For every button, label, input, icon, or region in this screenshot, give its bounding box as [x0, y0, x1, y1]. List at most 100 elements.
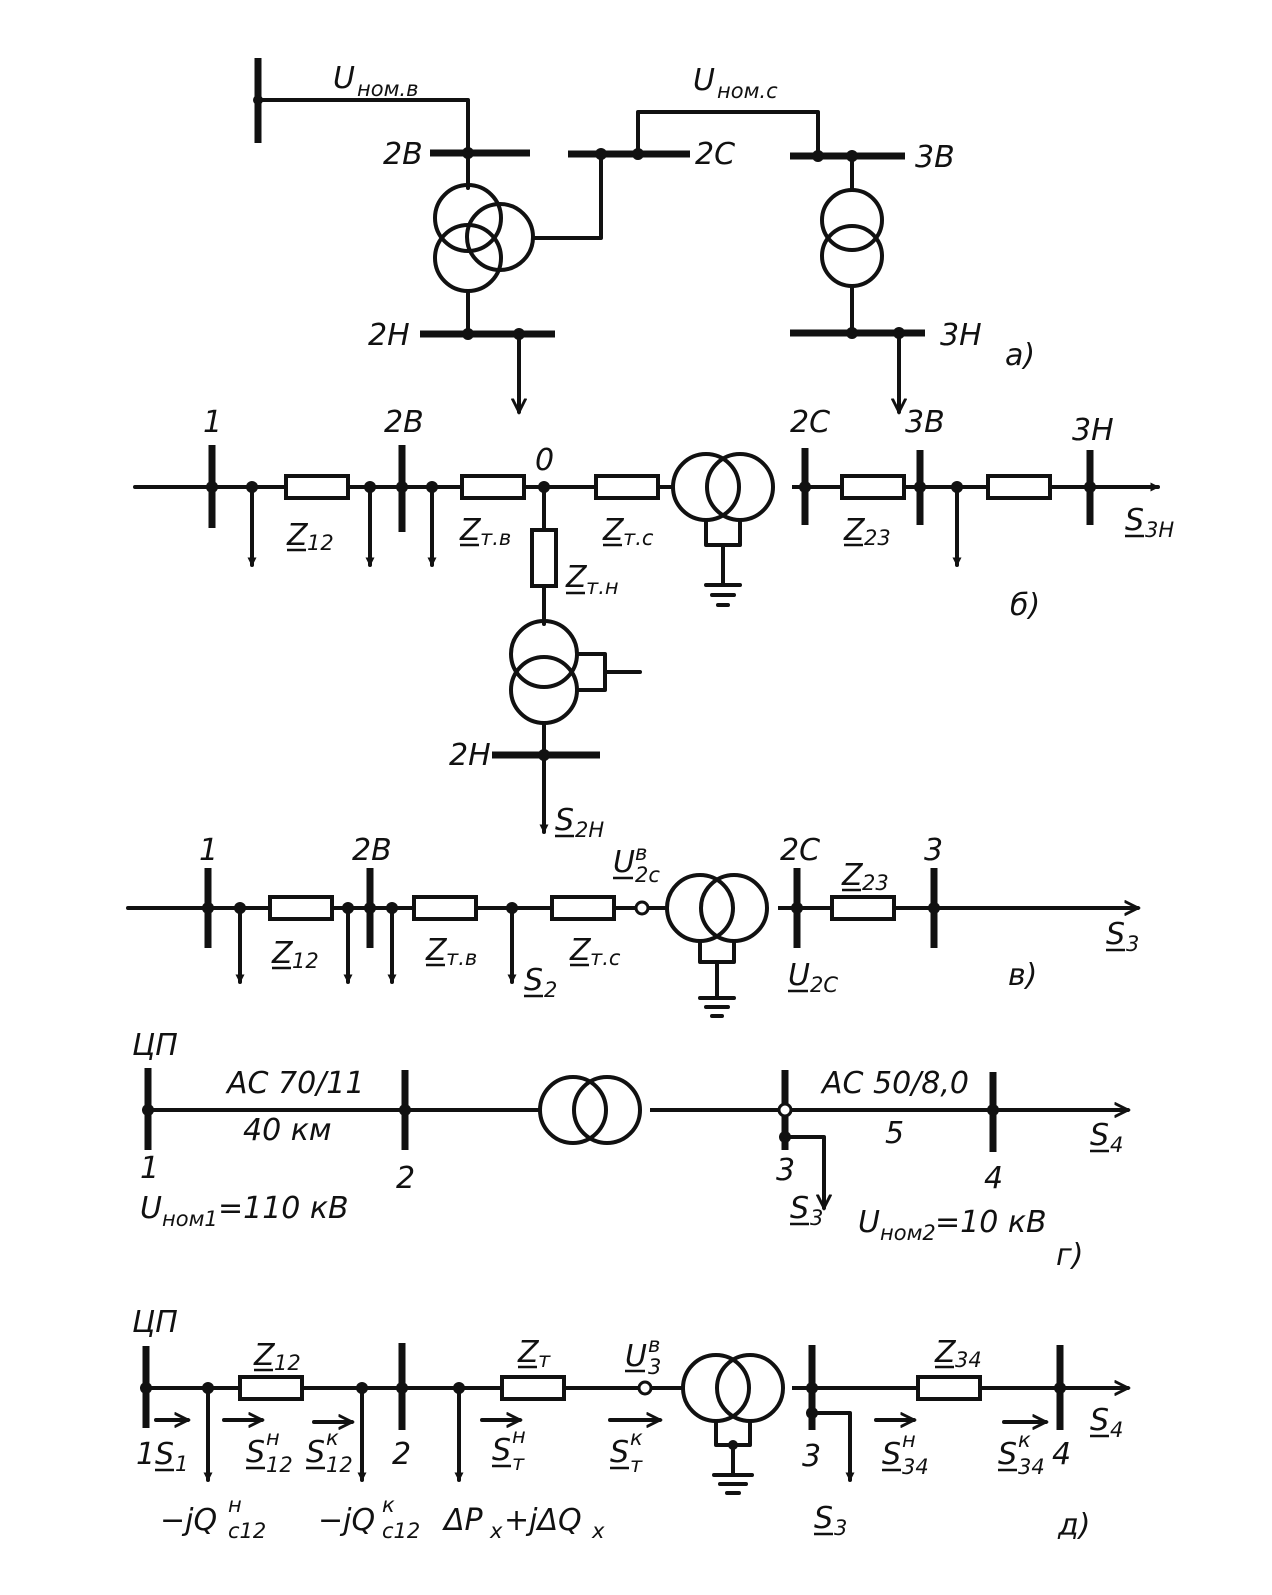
- svg-text:н: н: [512, 1424, 526, 1448]
- svg-text:т: т: [538, 1348, 551, 1372]
- label-node-3-d: 3: [802, 1439, 821, 1474]
- label-3v-a: 3В: [915, 140, 955, 175]
- label-node-2-g: 2: [396, 1161, 415, 1196]
- label-s3-v: S: [1106, 917, 1125, 952]
- wire-unom-v: [256, 98, 470, 152]
- node-u2c-v: [634, 900, 650, 916]
- label-node-1-b: 1: [203, 405, 222, 440]
- svg-text:34: 34: [1018, 1455, 1045, 1479]
- svg-text:3: 3: [810, 1206, 823, 1230]
- label-2v-a: 2В: [383, 137, 423, 172]
- svg-text:н: н: [266, 1426, 280, 1450]
- label-line1-g: АС 70/11: [225, 1066, 364, 1101]
- svg-text:ном.с: ном.с: [717, 79, 778, 103]
- svg-text:+jΔQ: +jΔQ: [504, 1503, 582, 1538]
- resistor-z12-v: [268, 895, 334, 921]
- label-z12-v: Z: [271, 936, 294, 971]
- svg-text:т.в: т.в: [480, 526, 511, 550]
- svg-text:4: 4: [1110, 1133, 1123, 1157]
- label-line2-g: АС 50/8,0: [820, 1066, 969, 1101]
- svg-text:3: 3: [648, 1355, 661, 1379]
- label-s4-g: S: [1090, 1118, 1109, 1153]
- diagram-g: ЦП АС 70/11 40 км АС 50/8,0 5 1 2 3 4 U …: [132, 1028, 1128, 1273]
- svg-text:12: 12: [266, 1453, 293, 1477]
- label-node-2v-b: 2В: [384, 405, 424, 440]
- label-unom-v: U: [333, 61, 355, 96]
- label-stk-d: S: [610, 1435, 629, 1470]
- resistor-z12-b: [284, 474, 350, 500]
- label-node-3-v: 3: [924, 833, 943, 868]
- label-z23-v: Z: [841, 858, 864, 893]
- resistor-z23-b: [840, 474, 906, 500]
- svg-text:т.с: т.с: [623, 526, 654, 550]
- label-node-3v-b: 3В: [905, 405, 945, 440]
- svg-text:23: 23: [864, 526, 891, 550]
- diagram-v: 1 2В 2С 3 U в 2с Z 12 Z т.в Z т.с Z 23 U…: [126, 833, 1139, 1018]
- label-ztv-b: Z: [459, 513, 482, 548]
- svg-text:ном2: ном2: [880, 1221, 936, 1245]
- svg-text:23: 23: [862, 871, 889, 895]
- resistor-zts-b: [594, 474, 660, 500]
- resistor-z34-d: [916, 1375, 982, 1401]
- svg-text:4: 4: [1110, 1418, 1123, 1442]
- svg-text:с12: с12: [382, 1519, 420, 1543]
- svg-text:к: к: [326, 1426, 339, 1450]
- label-ztv-v: Z: [425, 933, 448, 968]
- label-3n-a: 3Н: [940, 318, 982, 353]
- label-node-2s-b: 2С: [790, 405, 830, 440]
- tag-d: д): [1057, 1508, 1090, 1543]
- svg-text:34: 34: [902, 1455, 929, 1479]
- transformer-g-w1: [538, 1075, 608, 1145]
- label-node-2s-v: 2С: [780, 833, 820, 868]
- resistor-ztv-v: [412, 895, 478, 921]
- svg-text:ном1: ном1: [162, 1207, 218, 1231]
- label-node-3n-b: 3Н: [1072, 413, 1114, 448]
- label-s12n-d: S: [246, 1435, 265, 1470]
- label-s3-g: S: [790, 1191, 809, 1226]
- label-unom-s: U: [693, 63, 715, 98]
- load-arrow-s3-g: [783, 1135, 824, 1208]
- tag-b: б): [1010, 588, 1040, 623]
- label-stn-d: S: [492, 1433, 511, 1468]
- label-qc12n-d: −jQ: [160, 1503, 217, 1538]
- label-s1-d: S: [155, 1437, 174, 1472]
- label-dpdq-d: ΔP: [442, 1503, 484, 1538]
- label-zts-v: Z: [569, 933, 592, 968]
- diagram-d: ЦП Z 12 Z т Z 34 U в 3 1 S 1 S н 12 S к …: [132, 1305, 1128, 1543]
- label-node-2n-b: 2Н: [449, 738, 491, 773]
- svg-text:34: 34: [955, 1348, 982, 1372]
- svg-text:ном.в: ном.в: [357, 77, 418, 101]
- label-2s-a: 2С: [695, 137, 735, 172]
- svg-text:3: 3: [834, 1516, 847, 1540]
- svg-text:т: т: [630, 1453, 643, 1477]
- resistor-zts-v: [550, 895, 616, 921]
- svg-text:=110 кВ: =110 кВ: [218, 1191, 349, 1226]
- label-cp-d: ЦП: [132, 1305, 178, 1340]
- label-s34n-d: S: [882, 1437, 901, 1472]
- svg-text:3: 3: [1126, 932, 1139, 956]
- label-cp-g: ЦП: [132, 1028, 178, 1063]
- label-node-3-g: 3: [776, 1153, 795, 1188]
- label-qc12k-d: −jQ: [318, 1503, 375, 1538]
- label-zt-d: Z: [517, 1335, 540, 1370]
- label-s3-d: S: [814, 1501, 833, 1536]
- svg-text:12: 12: [307, 531, 334, 555]
- label-node-4-g: 4: [984, 1161, 1003, 1196]
- svg-text:т: т: [512, 1451, 525, 1475]
- label-u2c-v: U: [788, 958, 810, 993]
- label-node-0-b: 0: [535, 443, 554, 478]
- svg-text:2Н: 2Н: [575, 818, 604, 842]
- svg-text:2с: 2с: [635, 863, 660, 887]
- tag-g: г): [1056, 1238, 1083, 1273]
- svg-text:x: x: [591, 1519, 605, 1543]
- tag-a: а): [1005, 338, 1035, 373]
- label-z23-b: Z: [843, 513, 866, 548]
- svg-text:в: в: [648, 1333, 660, 1357]
- label-len1-g: 40 км: [243, 1113, 331, 1148]
- ideal-transformer-n-w1: [509, 619, 579, 689]
- transformer-winding-3v-a: [820, 188, 884, 252]
- label-z12-d: Z: [253, 1338, 276, 1373]
- label-u2c-v-v: U: [613, 845, 635, 880]
- label-s2-v: S: [524, 963, 543, 998]
